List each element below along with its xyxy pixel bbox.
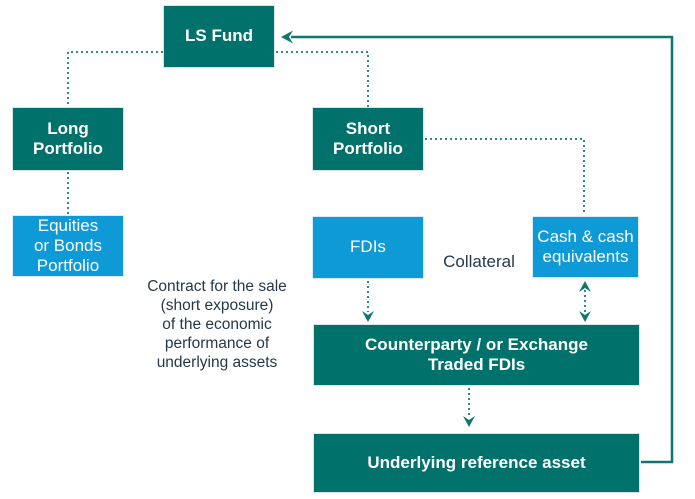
box-ls-fund: LS Fund bbox=[163, 5, 275, 68]
arrow-down-icon bbox=[463, 416, 475, 427]
box-counterparty: Counterparty / or Exchange Traded FDIs bbox=[313, 324, 640, 386]
box-fdis: FDIs bbox=[312, 216, 424, 279]
box-counterparty-label: Counterparty / or Exchange Traded FDIs bbox=[365, 334, 588, 374]
box-short-portfolio-label: Short Portfolio bbox=[333, 118, 403, 158]
contract-note: Contract for the sale (short exposure) o… bbox=[147, 278, 287, 371]
connector-short-portfolio-to-cash bbox=[425, 138, 585, 215]
box-cash-equivalents-label: Cash & cash equivalents bbox=[537, 226, 634, 266]
box-fdis-label: FDIs bbox=[350, 237, 386, 257]
box-underlying-reference-asset: Underlying reference asset bbox=[313, 433, 640, 493]
box-short-portfolio: Short Portfolio bbox=[312, 107, 424, 171]
arrow-left-icon bbox=[281, 30, 293, 44]
box-ls-fund-label: LS Fund bbox=[185, 26, 253, 46]
connector-lsfund-to-long-portfolio bbox=[67, 51, 163, 107]
collateral-label: Collateral bbox=[443, 252, 515, 271]
arrow-up-icon bbox=[579, 281, 591, 292]
box-equities-bonds-portfolio-label: Equities or Bonds Portfolio bbox=[33, 215, 103, 276]
box-cash-equivalents: Cash & cash equivalents bbox=[532, 216, 639, 278]
box-long-portfolio-label: Long Portfolio bbox=[33, 118, 103, 158]
box-long-portfolio: Long Portfolio bbox=[12, 107, 124, 171]
connector-lsfund-to-short-portfolio bbox=[276, 51, 369, 107]
box-underlying-reference-asset-label: Underlying reference asset bbox=[367, 452, 586, 472]
arrow-down-icon bbox=[579, 311, 591, 322]
arrow-down-icon bbox=[362, 311, 374, 322]
box-equities-bonds-portfolio: Equities or Bonds Portfolio bbox=[12, 215, 124, 277]
